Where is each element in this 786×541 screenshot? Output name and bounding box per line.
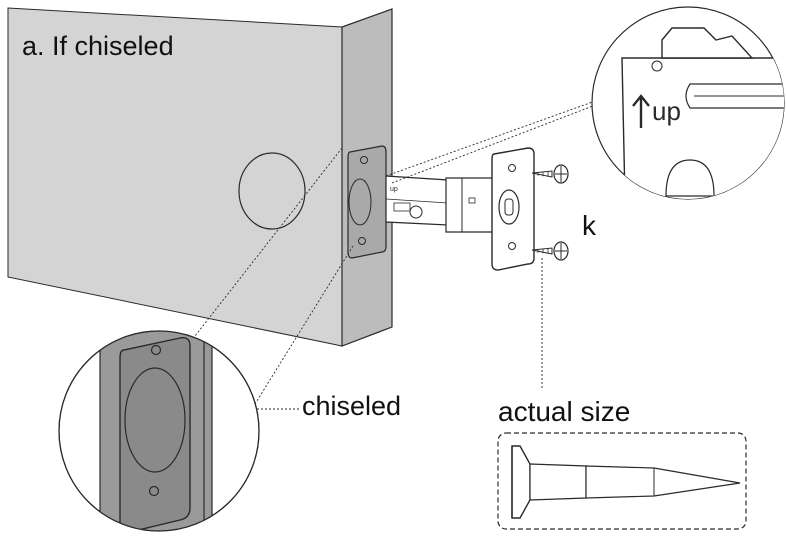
leader-top-zoom-1: [385, 99, 599, 177]
faceplate-screw-hole-top: [508, 164, 516, 172]
latch-bolt: [504, 198, 514, 216]
zoom-latch-tab: [661, 27, 754, 59]
edge-bore-hole: [348, 178, 372, 226]
latch-tail-cam: [409, 205, 423, 219]
screw-icon: [531, 241, 569, 261]
zoom-up-label: up: [652, 96, 681, 126]
actual-size-box: [497, 432, 747, 530]
door-bore-hole: [238, 152, 306, 230]
latch-tail-line: [385, 198, 449, 204]
latch-assembly: up: [385, 147, 535, 271]
zoom-latch-notch: [651, 60, 663, 72]
screw-icon: [531, 164, 569, 184]
chiseled-label: chiseled: [302, 391, 402, 421]
door: [7, 7, 393, 347]
edge-screw-hole-bottom: [358, 237, 366, 245]
screw-icon: [511, 445, 741, 519]
zoom-bore-hole: [124, 367, 186, 473]
actual-size-label: actual size: [498, 396, 631, 427]
leader-bottom-zoom-2: [254, 245, 354, 405]
zoom-latch-round-slot: [665, 159, 715, 197]
faceplate-screw-hole-bottom: [508, 242, 516, 250]
zoom-screw-hole-bottom: [148, 485, 160, 497]
latch-cylinder-mark: [468, 197, 476, 204]
leader-lines: [165, 99, 599, 410]
diagram-title: a. If chiseled: [22, 31, 174, 61]
latch-cylinder: [445, 177, 500, 233]
latch-tail-slot: [393, 202, 411, 212]
part-letter-label: k: [582, 210, 596, 241]
up-arrow-icon: [632, 94, 650, 128]
zoom-screw-hole-top: [150, 344, 162, 356]
leader-top-zoom-2: [391, 103, 599, 184]
zoom-latch-up-detail: up: [591, 6, 785, 200]
edge-screw-hole-top: [360, 156, 368, 164]
latch-tail-up-mark: up: [390, 186, 398, 193]
zoom-chisel-detail: [58, 330, 260, 532]
